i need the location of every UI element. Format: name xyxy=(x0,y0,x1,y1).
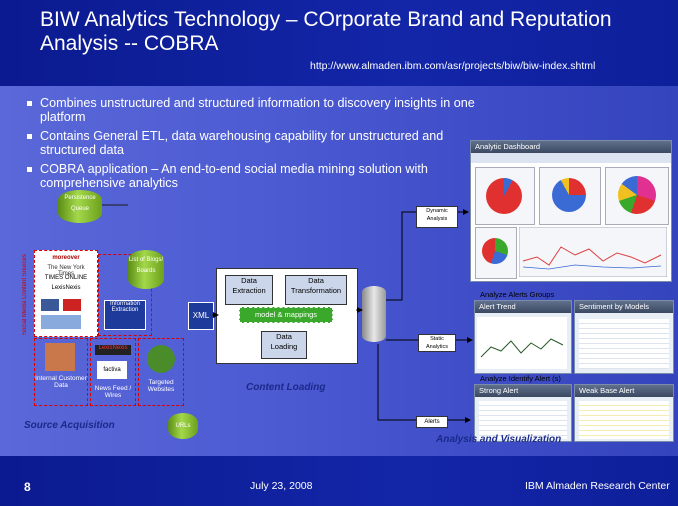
sentiment-by-models-title: Sentiment by Models xyxy=(575,301,673,313)
information-extraction-box: Information Extraction xyxy=(104,300,146,330)
alert-trend-panel: Alert Trend xyxy=(474,300,572,374)
data-extraction-box: Data Extraction xyxy=(225,275,273,305)
static-analytics-label: Static Analytics xyxy=(418,334,456,352)
pie-chart-4 xyxy=(482,238,508,264)
targeted-websites-box: Targeted Websites xyxy=(138,338,184,406)
pie-chart-2 xyxy=(552,178,586,212)
slide-title: BIW Analytics Technology – COrporate Bra… xyxy=(40,8,612,55)
content-loading-box: Data Extraction Data Transformation mode… xyxy=(216,268,358,364)
news-sources-box: moreover The New York Times TIMES ONLINE… xyxy=(34,250,98,337)
source-acquisition-label: Source Acquisition xyxy=(24,420,115,431)
database-cylinder xyxy=(362,286,386,342)
analyze-alerts-groups-label: Analyze Alerts Groups xyxy=(480,290,555,299)
web-logo xyxy=(41,315,81,329)
chart-panel-1 xyxy=(475,167,535,225)
internal-data-box: Internal Customer Data xyxy=(34,338,88,406)
title-band xyxy=(0,0,678,86)
targeted-site-icon xyxy=(147,345,175,373)
dynamic-analysis-label: Dynamic Analysis xyxy=(416,206,458,228)
alerts-label: Alerts xyxy=(416,416,448,428)
analytic-dashboard-panel: Analytic Dashboard xyxy=(470,140,672,282)
lexis-logo: LexisNexis xyxy=(95,345,131,355)
news-feed-box: LexisNexis factiva News Feed / Wires xyxy=(90,338,136,406)
bullet-list: Combines unstructured and structured inf… xyxy=(24,96,479,195)
strong-alert-panel: Strong Alert xyxy=(474,384,572,442)
bullet-item: COBRA application – An end-to-end social… xyxy=(24,162,479,190)
content-loading-label: Content Loading xyxy=(246,382,326,393)
bullet-item: Contains General ETL, data warehousing c… xyxy=(24,129,479,157)
pie-chart-3 xyxy=(618,176,656,214)
footer-date: July 23, 2008 xyxy=(250,480,313,492)
dashboard-toolbar xyxy=(471,153,671,163)
chart-panel-2 xyxy=(539,167,601,225)
trend-line-chart xyxy=(519,227,667,277)
data-loading-box: Data Loading xyxy=(261,331,307,359)
footer-org: IBM Almaden Research Center xyxy=(525,480,670,492)
data-transformation-box: Data Transformation xyxy=(285,275,347,305)
lists-blogs-boards-cylinder: List of Blogs/ Boards xyxy=(128,250,164,289)
weak-base-alert-panel: Weak Base Alert xyxy=(574,384,674,442)
page-number: 8 xyxy=(24,480,31,494)
footer-band xyxy=(0,456,678,506)
pie-chart-1 xyxy=(486,178,522,214)
youtube-logo xyxy=(63,299,81,311)
bullet-item: Combines unstructured and structured inf… xyxy=(24,96,479,124)
weak-alert-table xyxy=(579,401,669,439)
chart-panel-4 xyxy=(475,227,517,279)
extraction-group-box xyxy=(98,254,152,336)
facebook-logo xyxy=(41,299,59,311)
alert-trend-title: Alert Trend xyxy=(475,301,571,313)
person-photo xyxy=(45,343,75,371)
model-mappings-box: model & mappings xyxy=(239,307,333,323)
project-url[interactable]: http://www.almaden.ibm.com/asr/projects/… xyxy=(310,60,596,72)
persistence-queue-cylinder: Persistence Queue xyxy=(58,190,102,223)
chart-panel-3 xyxy=(605,167,669,225)
xml-box: XML xyxy=(188,302,214,330)
analysis-visualization-label: Analysis and Visualization xyxy=(436,434,562,445)
sentiment-table xyxy=(579,319,669,369)
urls-cylinder: URLs xyxy=(168,413,198,439)
weak-base-alert-title: Weak Base Alert xyxy=(575,385,673,397)
alert-trend-chart xyxy=(477,317,567,369)
factiva-logo: factiva xyxy=(97,361,127,379)
analyze-identify-alert-label: Analyze Identify Alert (s) xyxy=(480,374,561,383)
strong-alert-title: Strong Alert xyxy=(475,385,571,397)
sentiment-by-models-panel: Sentiment by Models xyxy=(574,300,674,374)
strong-alert-table xyxy=(479,401,567,439)
analytic-dashboard-title: Analytic Dashboard xyxy=(471,141,671,153)
